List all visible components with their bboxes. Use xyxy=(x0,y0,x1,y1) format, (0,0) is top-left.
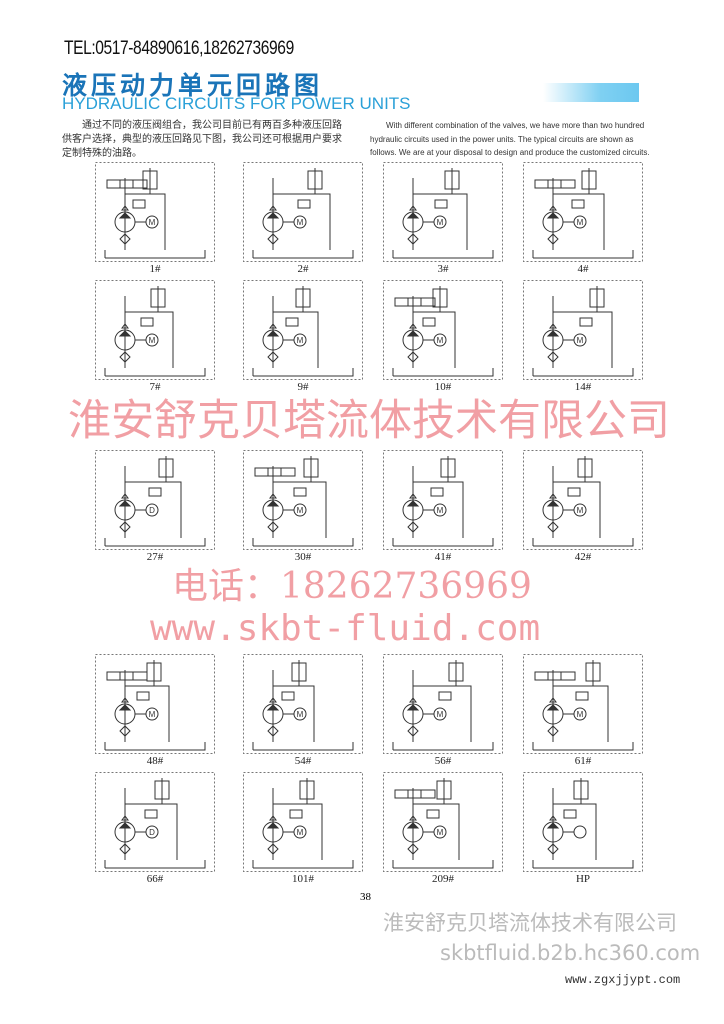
motor-symbol: M xyxy=(297,506,304,515)
circuit-diagram: M xyxy=(243,280,363,380)
footer-watermark-url1: www.zgxjjypt.com xyxy=(565,973,681,987)
motor-symbol: M xyxy=(577,506,584,515)
circuit-diagram: M xyxy=(243,162,363,262)
circuit-label: 4# xyxy=(577,263,589,275)
intro-english: With different combination of the valves… xyxy=(370,121,650,157)
circuit-diagram: M xyxy=(523,280,643,380)
circuit-label: 10# xyxy=(434,381,452,393)
motor-symbol: D xyxy=(149,828,155,837)
circuit-diagram: D xyxy=(95,772,215,872)
motor-symbol: M xyxy=(149,336,156,345)
circuit-diagram: M xyxy=(383,280,503,380)
watermark-url: www.skbt-fluid.com xyxy=(150,608,541,649)
motor-symbol: M xyxy=(149,218,156,227)
motor-symbol: M xyxy=(297,828,304,837)
circuit-diagram xyxy=(523,772,643,872)
decorative-gradient-bar xyxy=(543,83,639,102)
motor-symbol: M xyxy=(577,710,584,719)
circuit-label: 101# xyxy=(292,873,314,885)
circuit-label: 61# xyxy=(574,755,592,767)
motor-symbol: M xyxy=(437,506,444,515)
motor-symbol: M xyxy=(437,710,444,719)
circuit-diagram: M xyxy=(95,280,215,380)
circuit-diagram: M xyxy=(383,162,503,262)
circuit-diagram: D xyxy=(95,450,215,550)
intro-chinese: 通过不同的液压阀组合，我公司目前已有两百多种液压回路供客户选择，典型的液压回路见… xyxy=(62,120,342,159)
circuit-label: 48# xyxy=(146,755,164,767)
circuit-diagram: M xyxy=(383,654,503,754)
motor-symbol: M xyxy=(297,336,304,345)
circuit-diagram: M xyxy=(523,654,643,754)
motor-symbol: M xyxy=(297,218,304,227)
title-chinese: 液压动力单元回路图 xyxy=(62,71,324,100)
circuit-label: 9# xyxy=(297,381,309,393)
circuit-diagram: M xyxy=(383,772,503,872)
circuit-label: 42# xyxy=(574,551,592,563)
footer-watermark-url2: skbtfluid.b2b.hc360.com xyxy=(440,941,701,965)
motor-symbol: M xyxy=(577,218,584,227)
circuit-label: 27# xyxy=(146,551,164,563)
circuit-diagram: M xyxy=(95,162,215,262)
circuit-diagram: M xyxy=(243,450,363,550)
circuit-label: 66# xyxy=(146,873,164,885)
motor-symbol: M xyxy=(437,828,444,837)
circuit-label: 7# xyxy=(149,381,161,393)
circuit-label: 3# xyxy=(437,263,449,275)
motor-symbol: D xyxy=(149,506,155,515)
motor-symbol: M xyxy=(437,218,444,227)
circuit-diagram: M xyxy=(383,450,503,550)
circuit-diagram: M xyxy=(243,772,363,872)
motor-symbol: M xyxy=(297,710,304,719)
watermark-company: 淮安舒克贝塔流体技术有限公司 xyxy=(68,396,670,446)
circuit-label: 56# xyxy=(434,755,452,767)
telephone: TEL:0517-84890616,18262736969 xyxy=(64,38,294,59)
circuit-diagram: M xyxy=(95,654,215,754)
circuit-diagram: M xyxy=(523,162,643,262)
circuit-label: HP xyxy=(575,873,591,885)
footer-watermark-company: 淮安舒克贝塔流体技术有限公司 xyxy=(383,911,677,935)
page-number: 38 xyxy=(360,891,371,903)
circuit-label: 30# xyxy=(294,551,312,563)
motor-symbol: M xyxy=(437,336,444,345)
watermark-phone: 电话：18262736969 xyxy=(172,566,532,607)
circuit-label: 14# xyxy=(574,381,592,393)
motor-symbol: M xyxy=(149,710,156,719)
motor-symbol: M xyxy=(577,336,584,345)
circuit-diagram: M xyxy=(523,450,643,550)
circuit-label: 2# xyxy=(297,263,309,275)
circuit-label: 41# xyxy=(434,551,452,563)
circuit-label: 1# xyxy=(149,263,161,275)
title-english: HYDRAULIC CIRCUITS FOR POWER UNITS xyxy=(62,94,411,113)
circuit-label: 209# xyxy=(432,873,454,885)
circuit-label: 54# xyxy=(294,755,312,767)
circuit-diagram: M xyxy=(243,654,363,754)
